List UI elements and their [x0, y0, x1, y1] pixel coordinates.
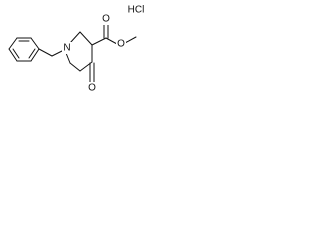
- ring-bond: [79, 31, 93, 46]
- nitrogen-label: N: [63, 43, 70, 54]
- ester-methyl-bond: [124, 36, 137, 44]
- benzyl-group: [8, 37, 63, 62]
- benzene-ring: [8, 37, 40, 62]
- ester-ether-bond: [105, 37, 118, 45]
- ester-carbonyl-oxygen-background: [101, 13, 111, 25]
- ester-carbon-bond: [91, 37, 107, 46]
- piperidinone-ring: [65, 31, 93, 72]
- ketone-oxygen-background: [87, 82, 97, 94]
- benzene-inner-double-bond: [12, 48, 20, 59]
- ring-bond: [69, 62, 81, 72]
- benzene-bond: [8, 37, 18, 50]
- ketone-oxygen-label: O: [88, 83, 96, 94]
- ester-carbonyl-oxygen-label: O: [102, 14, 110, 25]
- ring-bond: [65, 52, 71, 64]
- nitrogen-label-background: [62, 42, 72, 54]
- ester-ether-oxygen-label: O: [117, 39, 125, 50]
- benzyl-n-bond: [51, 50, 63, 57]
- benzene-bond: [30, 37, 40, 50]
- benzene-inner-double-bond: [28, 48, 36, 59]
- hydrochloride-label: HCl: [128, 5, 145, 16]
- benzyl-ch2-bond: [38, 48, 53, 57]
- methyl-ester-group: [91, 23, 137, 46]
- molecule-structure-diagram: N O O O HCl: [8, 5, 144, 94]
- benzene-bond: [8, 48, 18, 62]
- atom-labels: N O O O HCl: [62, 5, 144, 94]
- ketone-group: [89, 62, 95, 85]
- ester-ether-oxygen-background: [116, 38, 126, 50]
- ring-bond: [69, 31, 81, 44]
- benzene-bond: [30, 48, 40, 62]
